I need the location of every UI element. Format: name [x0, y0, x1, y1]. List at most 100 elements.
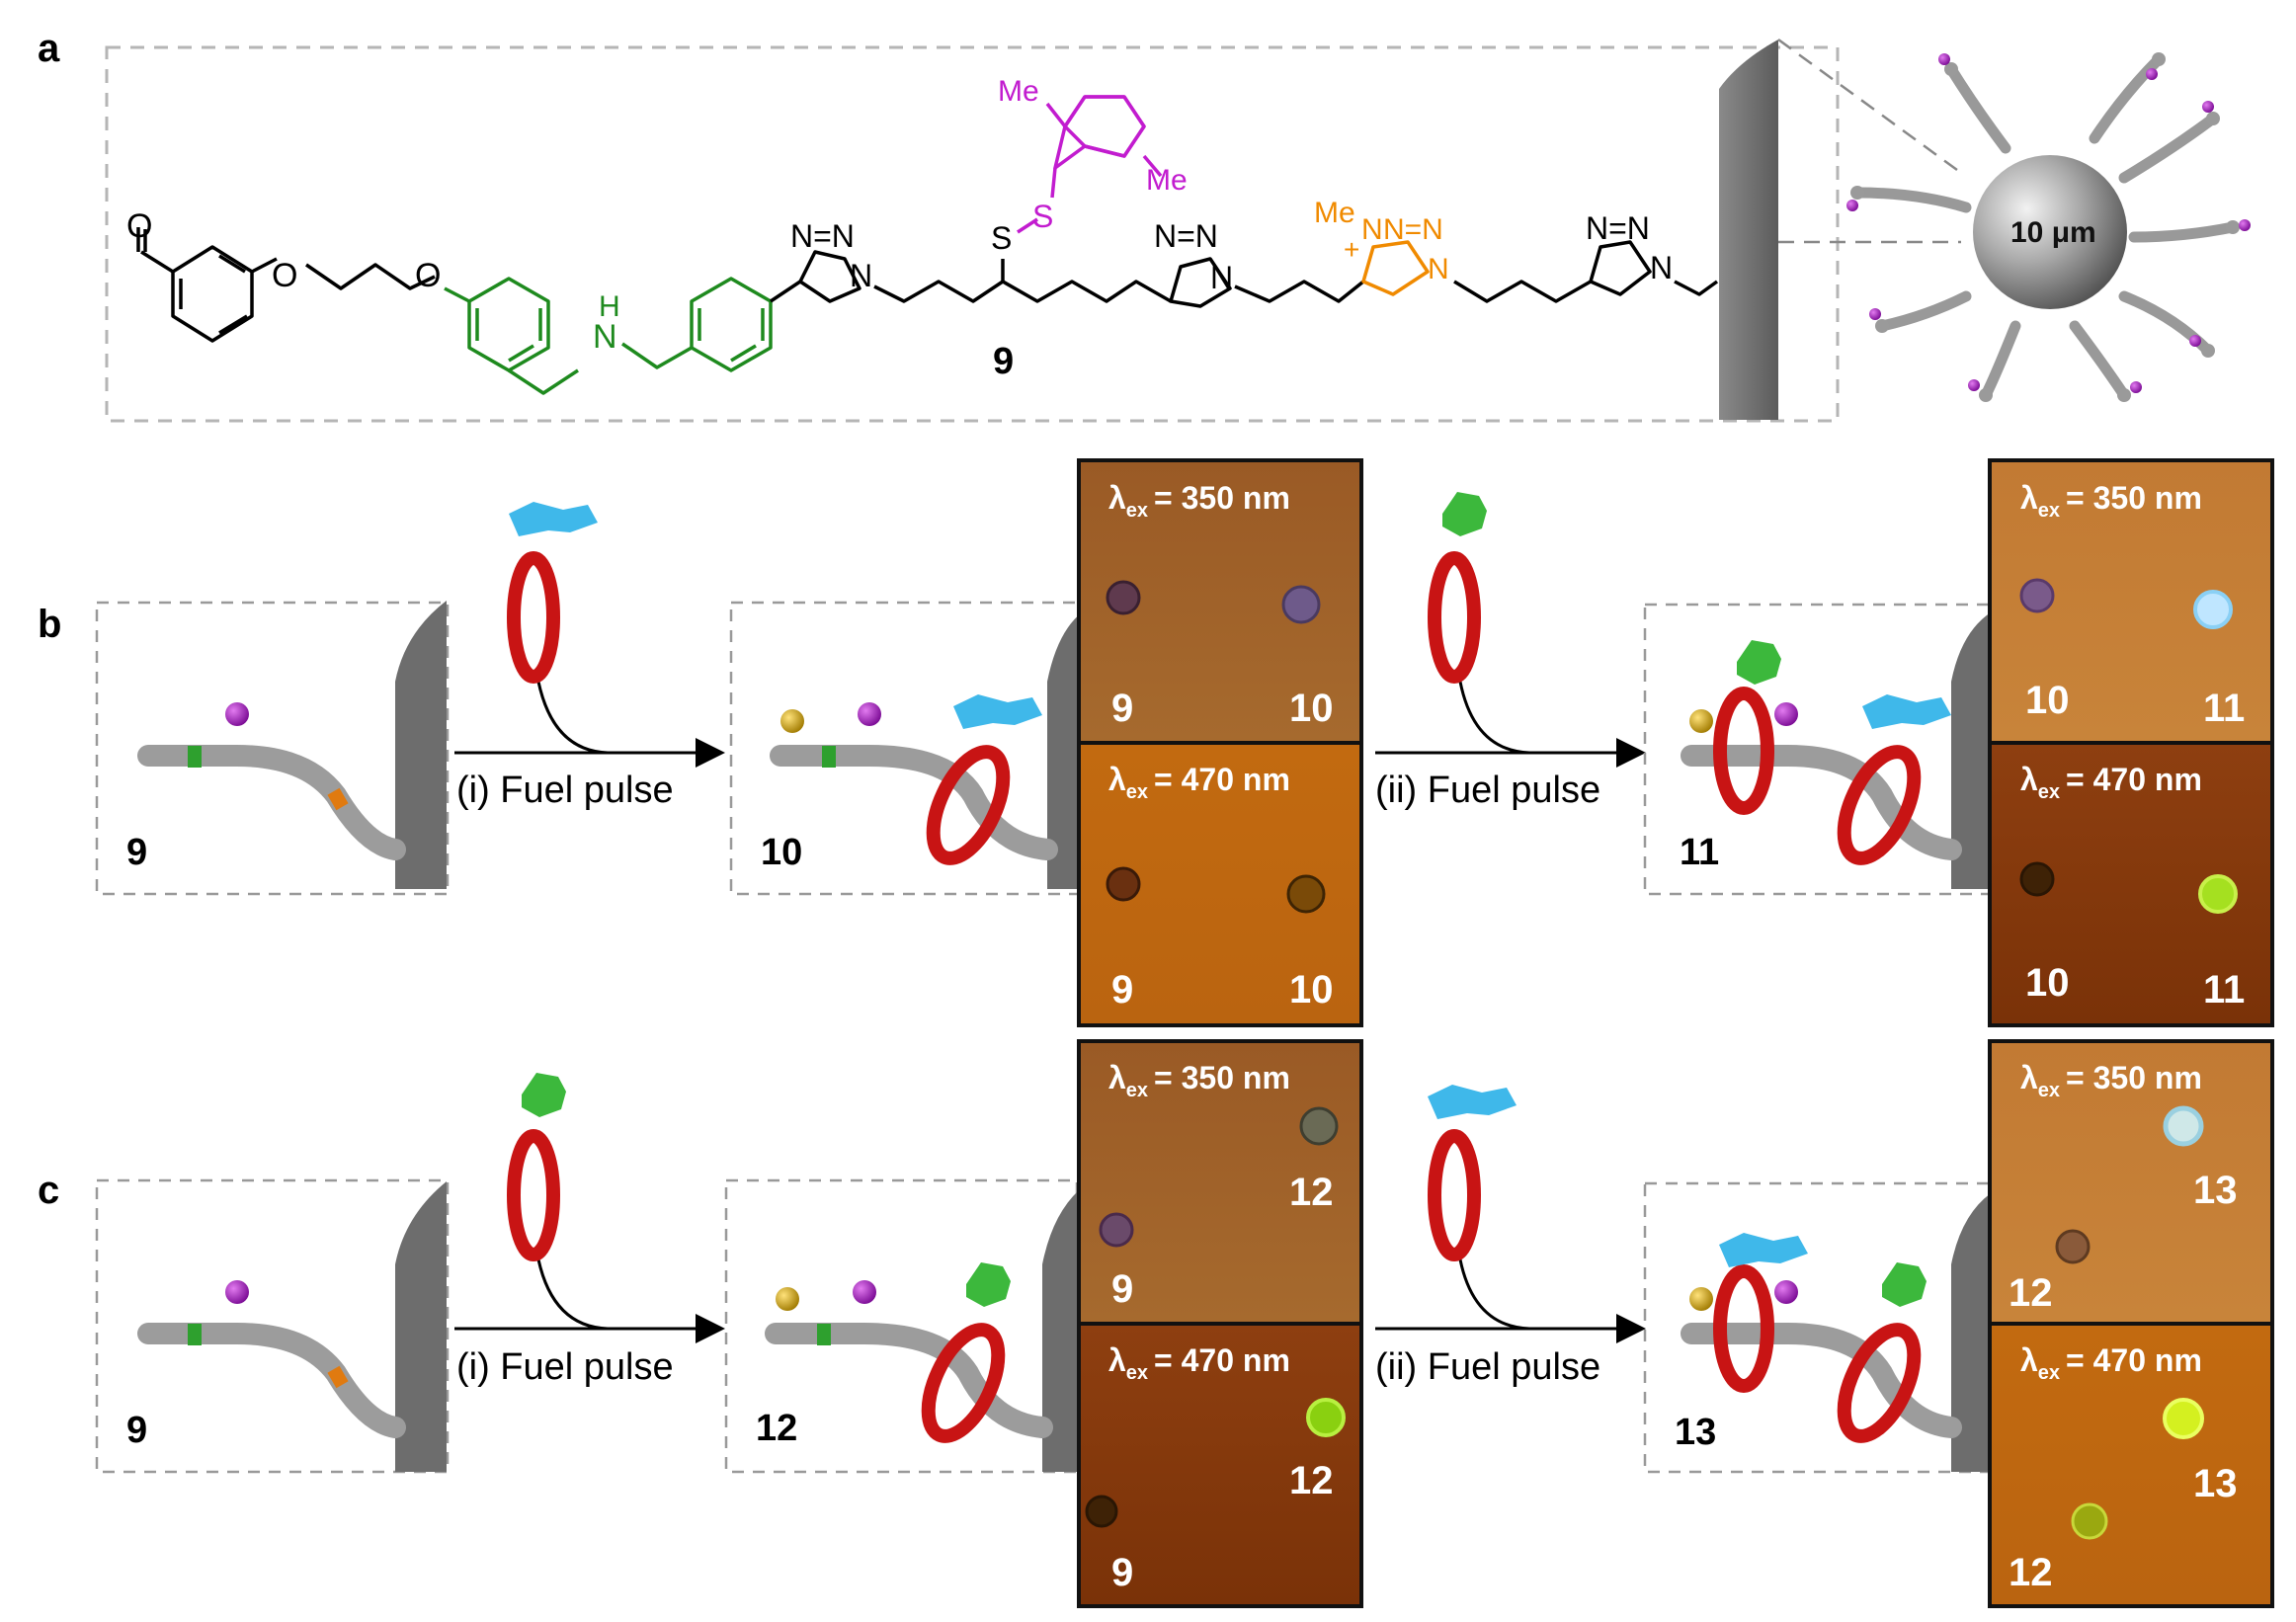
row-b-micrograph-1: λex= 350 nm 9 10 λex= 470 nm 9 10	[1077, 458, 1363, 1027]
surface-wall-a	[1719, 40, 1778, 420]
row-b-step-1: (i) Fuel pulse	[456, 770, 674, 811]
row-b-wall-mid	[1047, 612, 1082, 889]
row-c-img2-top-left: 12	[2009, 1271, 2053, 1315]
triazolium-nn: N=N	[1383, 213, 1443, 246]
panel-label-a: a	[38, 27, 60, 70]
triazolium-methyl: Me	[1314, 197, 1355, 229]
row-b-img2-bottom-lambda: λex= 470 nm	[2020, 762, 2202, 803]
row-c-magenta-stopper-start	[225, 1280, 249, 1304]
triazole-2-n: N	[1210, 260, 1233, 295]
sulfur-1: S	[991, 220, 1012, 256]
row-c-img1-top-left: 9	[1111, 1267, 1133, 1311]
row-b-end-label: 11	[1680, 832, 1719, 873]
row-b-gold-stopper-mid	[780, 709, 804, 733]
chemical-structure: O O O H N N=N N S S	[126, 75, 1719, 395]
row-b-ring-2	[1428, 551, 1481, 684]
row-c-magenta-stopper-mid	[853, 1280, 876, 1304]
row-b-cyan-stopper-1	[509, 502, 598, 536]
triazolium-n1: N	[1361, 213, 1383, 246]
row-c-img1-bottom-lambda: λex= 470 nm	[1108, 1342, 1290, 1384]
methyl-top: Me	[998, 75, 1039, 108]
particle-sphere	[1973, 155, 2127, 309]
row-c-ring-1	[507, 1129, 560, 1261]
row-b-arrow-2-hook	[1458, 681, 1530, 755]
row-b-img1-bottom-left: 9	[1111, 968, 1133, 1012]
zoom-line-top	[1777, 38, 1962, 175]
row-b-green-station-mid	[822, 746, 836, 768]
row-c-axle-end	[1681, 1323, 1962, 1438]
row-b-axle-mid	[770, 745, 1058, 860]
triazole-2-nn: N=N	[1154, 218, 1218, 254]
row-c-micrograph-1: λex= 350 nm 9 12 λex= 470 nm 9 12	[1077, 1039, 1363, 1608]
row-b-gold-stopper-end	[1689, 709, 1713, 733]
triazolium-n3: N	[1428, 253, 1449, 285]
methyl-right: Me	[1146, 164, 1188, 197]
row-c-step-1: (i) Fuel pulse	[456, 1346, 674, 1388]
particle-arm-caps	[1846, 52, 2251, 402]
row-b-magenta-stopper-end	[1774, 702, 1798, 726]
row-b-img2-top-lambda: λex= 350 nm	[2020, 480, 2202, 522]
row-c-img1-top-right: 12	[1289, 1171, 1334, 1214]
row-c-mid-label: 12	[756, 1408, 797, 1449]
amine-h: H	[599, 290, 620, 323]
particle-size-label: 10 μm	[2010, 216, 2096, 249]
row-b-img2-bottom-right: 11	[2203, 968, 2245, 1012]
row-c-axle-start	[137, 1323, 406, 1438]
ether-oxygen-1: O	[272, 257, 297, 294]
row-c-micrograph-2: λex= 350 nm 12 13 λex= 470 nm 12 13	[1988, 1039, 2274, 1608]
row-b-mid-label: 10	[761, 832, 802, 873]
row-b-img1-bottom-lambda: λex= 470 nm	[1108, 762, 1290, 803]
row-b-box-end	[1643, 603, 1998, 896]
row-b-ring-end-2	[1837, 745, 1922, 865]
row-b-arrow-1-hook	[536, 681, 609, 755]
row-c-cyan-stopper-end	[1719, 1233, 1808, 1267]
row-c-gold-stopper-mid	[776, 1287, 799, 1311]
aldehyde-oxygen: O	[126, 207, 152, 245]
row-b-box-start	[95, 601, 450, 896]
row-c-img2-top-lambda: λex= 350 nm	[2020, 1060, 2202, 1101]
row-b-cyan-stopper-mid	[953, 694, 1042, 729]
row-c-cyan-stopper-2	[1428, 1085, 1517, 1119]
row-b-orange-station-start	[327, 787, 349, 811]
row-b-magenta-stopper-mid	[858, 702, 881, 726]
row-c-orange-station-start	[327, 1365, 349, 1389]
triazole-3-nn: N=N	[1586, 210, 1650, 246]
row-c-magenta-stopper-end	[1774, 1280, 1798, 1304]
row-c-wall-end	[1951, 1193, 1991, 1472]
row-c-start-label: 9	[126, 1410, 147, 1451]
triazole-1-n: N	[850, 258, 872, 293]
row-c-box-mid	[724, 1178, 1079, 1474]
row-c-box-end	[1643, 1181, 1998, 1474]
row-b-ring-1	[507, 551, 560, 684]
row-c-green-stopper-1	[522, 1073, 566, 1117]
row-b-img1-top-lambda: λex= 350 nm	[1108, 480, 1290, 522]
row-b-micrograph-2: λex= 350 nm 10 11 λex= 470 nm 10 11	[1988, 458, 2274, 1027]
row-b-wall-end	[1951, 612, 1991, 889]
row-b-ring-end-1	[1713, 687, 1774, 815]
row-b-green-station-start	[188, 746, 202, 768]
row-b-box-mid	[729, 601, 1084, 896]
row-b-img1-bottom-right: 10	[1289, 968, 1334, 1012]
row-c-img2-bottom-right: 13	[2193, 1462, 2238, 1505]
row-c-ring-end-2	[1837, 1323, 1922, 1443]
row-b-img2-bottom-left: 10	[2025, 961, 2070, 1005]
amine-n: N	[593, 318, 617, 356]
row-b-wall-start	[395, 601, 447, 889]
row-c-img2-bottom-lambda: λex= 470 nm	[2020, 1342, 2202, 1384]
row-b-img2-top-right: 11	[2203, 687, 2245, 730]
row-b-img1-top-right: 10	[1289, 687, 1334, 730]
sulfur-2: S	[1032, 199, 1053, 234]
row-c-green-station-mid	[817, 1324, 831, 1345]
row-b-magenta-stopper-start	[225, 702, 249, 726]
row-b-green-stopper-2	[1442, 492, 1487, 536]
row-c-img1-top-lambda: λex= 350 nm	[1108, 1060, 1290, 1101]
row-b-step-2: (ii) Fuel pulse	[1375, 770, 1600, 811]
row-c-img1-bottom-right: 12	[1289, 1459, 1334, 1502]
ether-oxygen-2: O	[415, 257, 441, 294]
row-c-step-2: (ii) Fuel pulse	[1375, 1346, 1600, 1388]
row-b-green-stopper-end	[1737, 640, 1781, 685]
row-b-axle-end	[1681, 745, 1962, 860]
row-b-img1-top-left: 9	[1111, 687, 1133, 730]
compound-label-9: 9	[993, 341, 1014, 382]
